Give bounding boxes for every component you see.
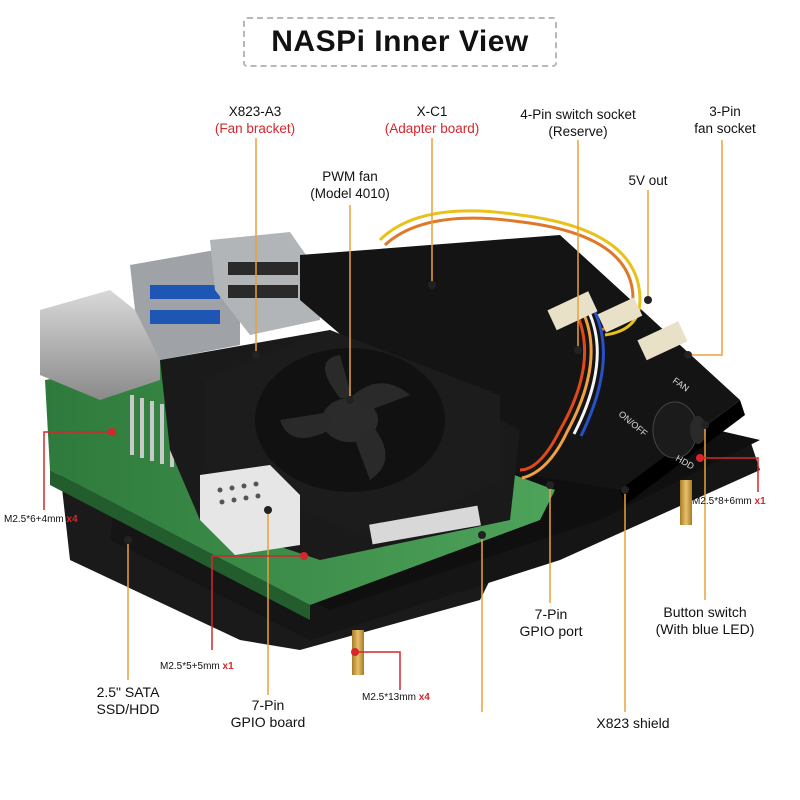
adapter-board [300,235,740,490]
standoff [680,480,692,525]
label-sata: 2.5" SATA SSD/HDD [96,684,160,717]
gpio-board-connector [200,465,300,555]
fan-socket [637,321,688,361]
screw-leaders [43,431,759,690]
screw-label-right: M2.5*8+6mm x1 [692,496,766,507]
label-x823-shield: X823 shield [596,715,670,731]
label-button-switch: Button switch (With blue LED) [655,604,755,637]
label-fan-socket: 3-Pin fan socket [694,104,756,136]
label-x823-a3: X823-A3 (Fan bracket) [214,104,296,136]
label-pwm-fan: PWM fan (Model 4010) [310,169,390,201]
usb-port [130,250,240,360]
label-switch-socket: 4-Pin switch socket (Reserve) [520,107,636,139]
label-gpio-board: 7-Pin GPIO board [230,697,306,730]
screw-label-mid: M2.5*5+5mm x1 [160,661,234,672]
title-box: NASPi Inner View [243,17,557,67]
leader-lines [127,138,723,712]
label-5v-out: 5V out [628,173,668,188]
screw-label-left: M2.5*6+4mm x4 [4,514,78,525]
label-x-c1: X-C1 (Adapter board) [384,104,480,136]
ethernet-port [40,290,160,400]
switch-socket [547,291,598,331]
label-gpio-port: 7-Pin GPIO port [519,606,583,639]
screw-label-bottom: M2.5*13mm x4 [362,692,430,703]
five-volt-socket [597,297,643,333]
page-title: NASPi Inner View [271,25,529,58]
usb-port [210,232,320,335]
ribbon-connector [369,505,481,545]
